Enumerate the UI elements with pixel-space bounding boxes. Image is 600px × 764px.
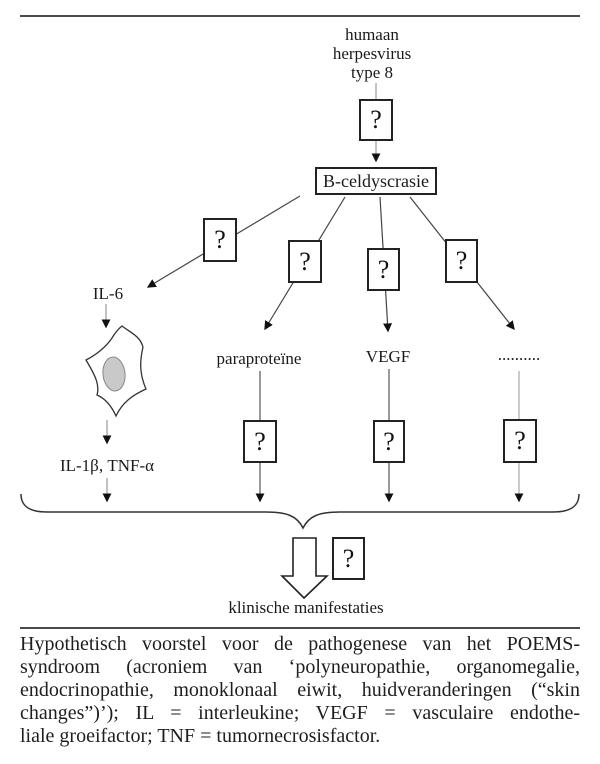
question-mark-label: ? bbox=[370, 105, 382, 134]
clinical-manifestations-label: klinische manifestaties bbox=[228, 598, 384, 617]
question-box-paraprotein: ? bbox=[243, 420, 277, 463]
question-box-top: ? bbox=[359, 99, 393, 141]
collecting-brace bbox=[20, 493, 580, 530]
caption-rule bbox=[20, 627, 580, 629]
caption-line-3: endocrinopathie, monoklonaal eiwit, huid… bbox=[20, 679, 580, 701]
paraprotein-label: paraproteïne bbox=[216, 349, 302, 368]
big-down-arrow bbox=[280, 537, 329, 600]
virus-label-line3: type 8 bbox=[350, 63, 394, 82]
caption-line-4: changes”)’); IL = interleukine; VEGF = v… bbox=[20, 702, 580, 724]
question-box-fan-4: ? bbox=[445, 239, 478, 283]
virus-label: humaan herpesvirus type 8 bbox=[282, 25, 462, 82]
bcell-dyscrasia-box: B-celdyscrasie bbox=[315, 167, 437, 195]
question-mark-label: ? bbox=[455, 246, 468, 275]
question-box-vegf: ? bbox=[373, 420, 405, 463]
virus-label-line1: humaan bbox=[345, 25, 399, 44]
question-mark-label: ? bbox=[254, 426, 266, 456]
cell-shape bbox=[85, 325, 147, 418]
other-factors-label: .......... bbox=[497, 345, 541, 364]
vegf-label: VEGF bbox=[365, 347, 411, 366]
question-mark-label: ? bbox=[342, 543, 355, 573]
top-rule bbox=[20, 15, 580, 17]
caption-line-1: Hypothetisch voorstel voor de pathogenes… bbox=[20, 633, 580, 655]
question-mark-label: ? bbox=[299, 246, 311, 276]
question-mark-label: ? bbox=[383, 426, 395, 456]
connector-lines bbox=[101, 83, 524, 503]
virus-label-line2: herpesvirus bbox=[332, 44, 412, 63]
figure-caption: Hypothetisch voorstel voor de pathogenes… bbox=[20, 633, 580, 748]
question-box-fan-2: ? bbox=[288, 240, 322, 283]
question-mark-label: ? bbox=[214, 225, 226, 254]
caption-line-5: liale groeifactor; TNF = tumornecrosisfa… bbox=[20, 725, 381, 747]
cell-nucleus bbox=[102, 356, 126, 392]
question-box-other: ? bbox=[503, 419, 537, 463]
il6-label: IL-6 bbox=[92, 284, 124, 303]
question-box-final: ? bbox=[332, 537, 365, 580]
cytokines-label: IL-1β, TNF-α bbox=[59, 456, 155, 475]
question-box-fan-3: ? bbox=[367, 248, 400, 291]
question-mark-label: ? bbox=[514, 426, 526, 455]
question-box-fan-1: ? bbox=[203, 218, 237, 262]
bcell-dyscrasia-label: B-celdyscrasie bbox=[323, 170, 429, 191]
caption-line-2: syndroom (acroniem van ‘polyneuropathie,… bbox=[20, 656, 580, 678]
question-mark-label: ? bbox=[377, 254, 390, 284]
